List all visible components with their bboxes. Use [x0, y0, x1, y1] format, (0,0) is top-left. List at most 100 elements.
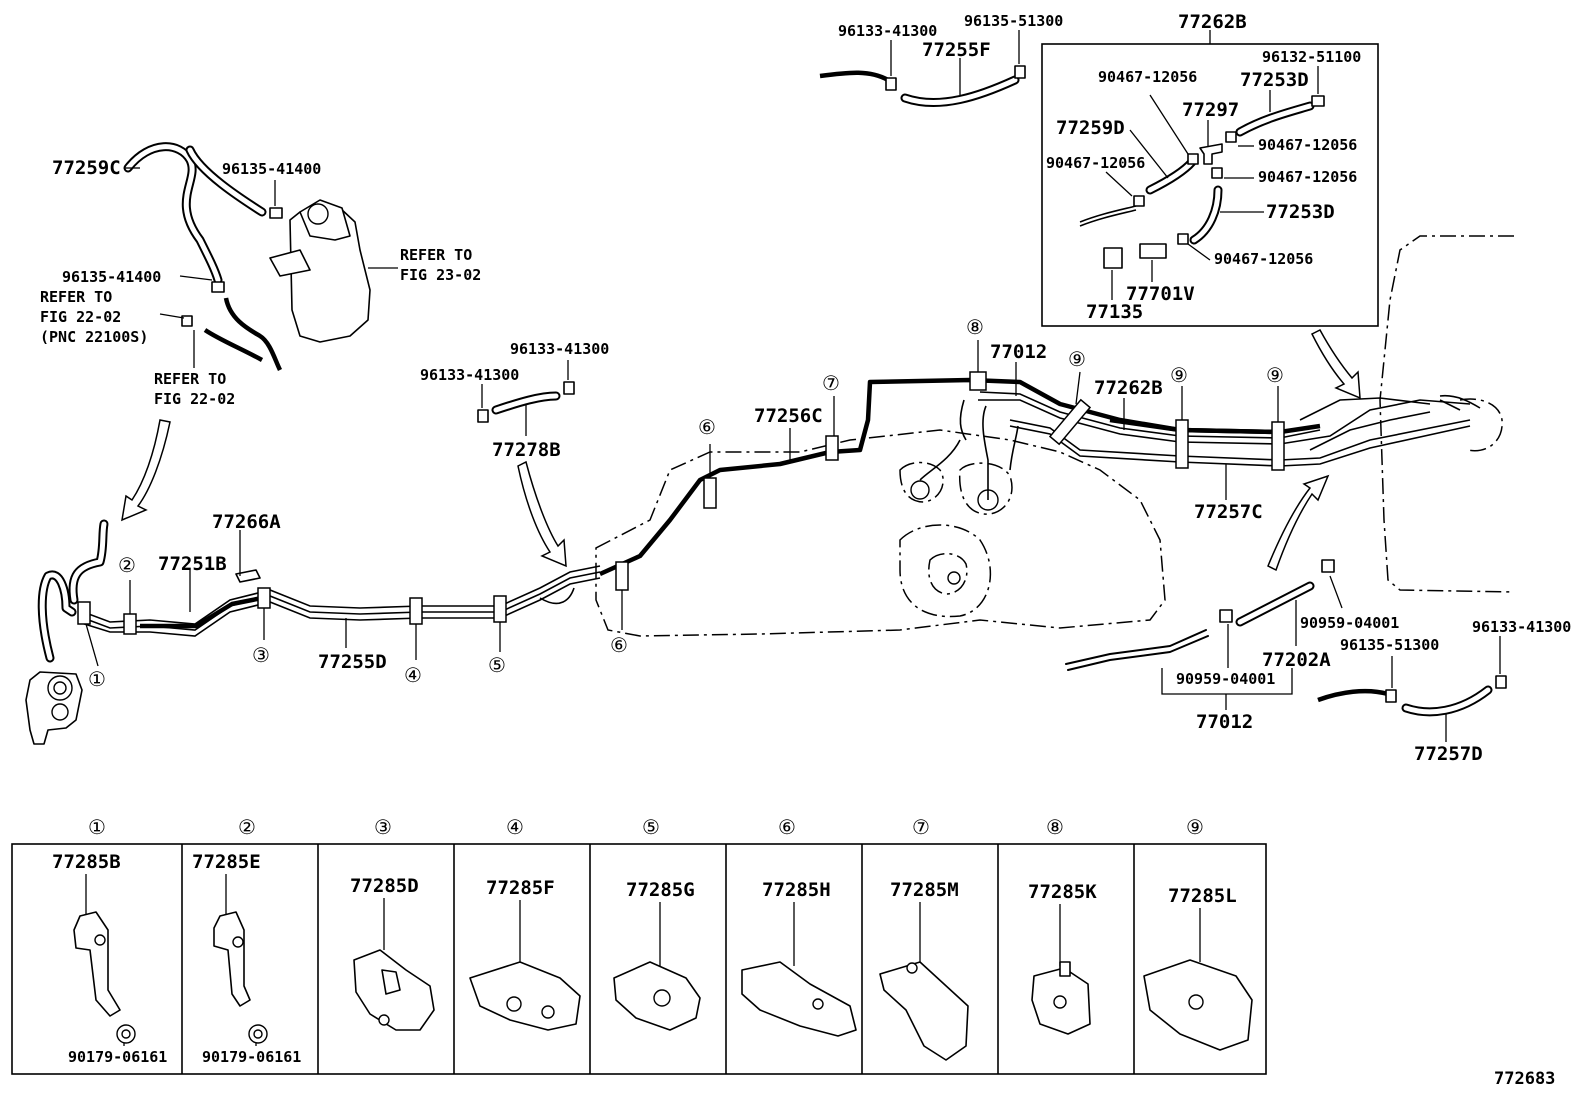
callout-label: 96133-41300 — [1472, 618, 1571, 636]
callout-label: 77259C — [52, 157, 121, 179]
callout-label: 90467-12056 — [1098, 68, 1197, 86]
legend-marker: ④ — [506, 815, 524, 839]
clamp-marker-block — [1175, 419, 1189, 469]
hose-77257D-group: 96135-51300 96133-41300 77257D — [1317, 618, 1571, 765]
refer-note: (PNC 22100S) — [40, 328, 148, 346]
legend-marker: ⑤ — [642, 815, 660, 839]
clamp-marker: ④ — [404, 663, 422, 687]
callout-label: 96133-41300 — [420, 366, 519, 384]
callout-label: 77259D — [1056, 117, 1125, 139]
clamp-marker-block — [1271, 421, 1285, 471]
callout-label: 77257C — [1194, 501, 1263, 523]
canister-group: 77259C 96135-41400 96135-41400 REFER TO … — [40, 142, 481, 408]
callout-label: 96135-51300 — [964, 12, 1063, 30]
clamp-marker: ③ — [252, 643, 270, 667]
clamp-marker-block — [1048, 398, 1092, 446]
callout-label: 77255F — [922, 39, 991, 61]
clamp-marker-block — [825, 435, 839, 461]
callout-label: 96132-51100 — [1262, 48, 1361, 66]
legend-marker: ⑦ — [912, 815, 930, 839]
clamp-callouts: ① ② ③ ④ ⑤ ⑥ ⑥ ⑦ ⑧ ⑨ ⑨ ⑨ — [85, 315, 1284, 691]
clamp-marker: ⑤ — [488, 653, 506, 677]
callout-label: 77012 — [1196, 711, 1253, 733]
clamp-marker-block — [77, 601, 91, 625]
callout-label: 77278B — [492, 439, 561, 461]
refer-note: REFER TO — [400, 246, 472, 264]
legend-marker: ③ — [374, 815, 392, 839]
callout-label: 77262B — [1094, 377, 1163, 399]
callout-label: 77266A — [212, 511, 281, 533]
legend-part-number: 77285K — [1028, 881, 1097, 903]
callout-label: 77012 — [990, 341, 1047, 363]
legend-part-number: 77285F — [486, 877, 555, 899]
callout-label: 96135-41400 — [62, 268, 161, 286]
refer-note: FIG 22-02 — [40, 308, 121, 326]
legend-fastener-number: 90179-06161 — [68, 1048, 167, 1066]
refer-note: REFER TO — [40, 288, 112, 306]
legend-marker: ⑥ — [778, 815, 796, 839]
clamp-marker: ① — [88, 667, 106, 691]
clamp-77285M-drawing — [879, 961, 969, 1061]
clamp-marker: ⑦ — [822, 371, 840, 395]
legend-part-number: 77285D — [350, 875, 419, 897]
callout-label: 90467-12056 — [1214, 250, 1313, 268]
main-labels: 77256C 77012 77262B 77257C 77266A 77251B… — [158, 341, 1263, 673]
direction-arrow — [517, 460, 567, 568]
callout-label: 77257D — [1414, 743, 1483, 765]
callout-label: 90467-12056 — [1258, 136, 1357, 154]
main-fuel-pipe-run — [25, 377, 1481, 745]
callout-label: 77253D — [1266, 201, 1335, 223]
callout-label: 96135-41400 — [222, 160, 321, 178]
detail-box-77262B: 77262B 96132-51100 90467-12056 77253D 77… — [1041, 11, 1379, 327]
clamp-legend-table: ① ② ③ ④ ⑤ ⑥ ⑦ ⑧ ⑨ 77285B 77285E 77285D 7… — [11, 815, 1267, 1075]
callout-label: 77297 — [1182, 99, 1239, 121]
clamp-marker-block — [615, 561, 629, 591]
clamp-marker: ⑨ — [1068, 347, 1086, 371]
legend-marker: ⑧ — [1046, 815, 1064, 839]
callout-label: 77251B — [158, 553, 227, 575]
pipe-clamps — [77, 371, 1285, 635]
refer-note: FIG 22-02 — [154, 390, 235, 408]
direction-arrow — [1267, 474, 1330, 572]
callout-label: 77253D — [1240, 69, 1309, 91]
callout-label: 77256C — [754, 405, 823, 427]
clamp-77285E-drawing — [213, 911, 251, 1007]
callout-label: 77255D — [318, 651, 387, 673]
callout-label: 77135 — [1086, 301, 1143, 323]
legend-part-number: 77285H — [762, 879, 831, 901]
clamp-marker: ⑨ — [1170, 363, 1188, 387]
clamp-marker-block — [257, 587, 271, 609]
callout-label: 90467-12056 — [1258, 168, 1357, 186]
clamp-marker-block — [703, 477, 717, 509]
figure-id: 772683 — [1494, 1069, 1555, 1089]
fuel-tank-outline — [595, 235, 1515, 637]
callout-label: 90959-04001 — [1176, 670, 1275, 688]
legend-part-number: 77285B — [52, 851, 121, 873]
legend-marker: ① — [88, 815, 106, 839]
direction-arrow — [121, 419, 171, 522]
refer-note: REFER TO — [154, 370, 226, 388]
callout-label: 90467-12056 — [1046, 154, 1145, 172]
legend-marker: ⑨ — [1186, 815, 1204, 839]
clamp-marker: ⑥ — [610, 633, 628, 657]
callout-label: 77701V — [1126, 283, 1195, 305]
clamp-marker-block — [969, 371, 987, 391]
hose-clamp — [885, 77, 897, 91]
legend-part-number: 77285L — [1168, 885, 1237, 907]
callout-label: 77262B — [1178, 11, 1247, 33]
callout-label: 96135-51300 — [1340, 636, 1439, 654]
clamp-77285B-drawing — [73, 911, 121, 1017]
legend-part-number: 77285M — [890, 879, 959, 901]
clamp-77285F-drawing — [469, 961, 581, 1031]
hose-77255F-group: 96133-41300 96135-51300 77255F — [819, 12, 1063, 107]
legend-part-number: 77285E — [192, 851, 261, 873]
callout-label: 77202A — [1262, 649, 1331, 671]
callout-label: 96133-41300 — [510, 340, 609, 358]
clamp-marker: ⑨ — [1266, 363, 1284, 387]
clamp-77285H-drawing — [741, 961, 857, 1037]
clamp-marker: ⑧ — [966, 315, 984, 339]
clamp-marker-block — [409, 597, 423, 625]
legend-marker: ② — [238, 815, 256, 839]
legend-part-number: 77285G — [626, 879, 695, 901]
